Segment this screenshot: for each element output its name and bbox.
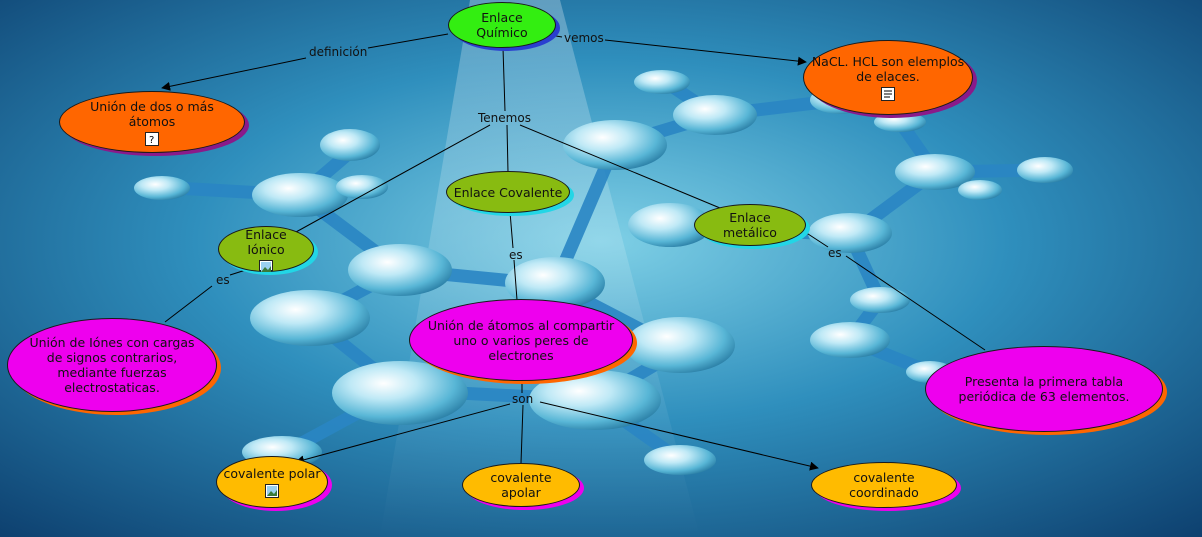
concept-label: covalente coordinado xyxy=(849,470,919,500)
concept-label: Enlace Iónico xyxy=(245,227,287,257)
link-label-definicion: definición xyxy=(309,45,368,59)
concept-union-iones[interactable]: Unión de Iónes con cargas de signos cont… xyxy=(7,318,217,412)
image-icon[interactable] xyxy=(265,484,279,498)
concept-covalente-coordinado[interactable]: covalente coordinado xyxy=(811,462,957,508)
concept-label: Enlace Químico xyxy=(476,10,528,40)
concept-enlace-quimico[interactable]: Enlace Químico xyxy=(448,2,556,48)
concept-label: Unión de Iónes con cargas de signos cont… xyxy=(29,335,195,395)
concept-tabla-periodica[interactable]: Presenta la primera tabla periódica de 6… xyxy=(925,346,1163,432)
link-label-tenemos: Tenemos xyxy=(478,111,531,125)
concept-label: NaCL. HCL son elemplos de elaces. xyxy=(811,54,965,84)
concept-covalente-apolar[interactable]: covalente apolar xyxy=(462,463,580,507)
concept-label: Enlace metálico xyxy=(723,210,777,240)
image-icon[interactable] xyxy=(259,260,273,272)
concept-label: Unión de dos o más átomos xyxy=(90,98,214,129)
concept-ejemplos[interactable]: NaCL. HCL son elemplos de elaces. xyxy=(803,40,973,115)
concept-label: covalente apolar xyxy=(490,470,552,500)
concept-label: Unión de átomos al compartir uno o vario… xyxy=(427,317,615,363)
concept-enlace-covalente[interactable]: Enlace Covalente xyxy=(446,171,570,213)
concept-union-compartir[interactable]: Unión de átomos al compartir uno o vario… xyxy=(409,299,633,381)
link-label-son: son xyxy=(512,392,534,406)
question-doc-icon[interactable]: ? xyxy=(145,131,159,146)
text-doc-icon[interactable] xyxy=(881,87,895,101)
link-label-es-metalico: es xyxy=(828,246,842,260)
concept-label: covalente polar xyxy=(223,466,321,481)
link-label-es-covalente: es xyxy=(509,248,523,262)
concept-enlace-ionico[interactable]: Enlace Iónico xyxy=(218,226,314,272)
link-label-vemos: vemos xyxy=(564,31,604,45)
concept-covalente-polar[interactable]: covalente polar xyxy=(216,456,328,508)
concept-label: Presenta la primera tabla periódica de 6… xyxy=(958,374,1130,404)
concept-union-dos-atomos[interactable]: Unión de dos o más átomos ? xyxy=(59,91,245,153)
concept-enlace-metalico[interactable]: Enlace metálico xyxy=(694,204,806,246)
link-label-es-ionico: es xyxy=(216,273,230,287)
concept-label: Enlace Covalente xyxy=(453,184,563,200)
svg-text:?: ? xyxy=(149,135,154,145)
